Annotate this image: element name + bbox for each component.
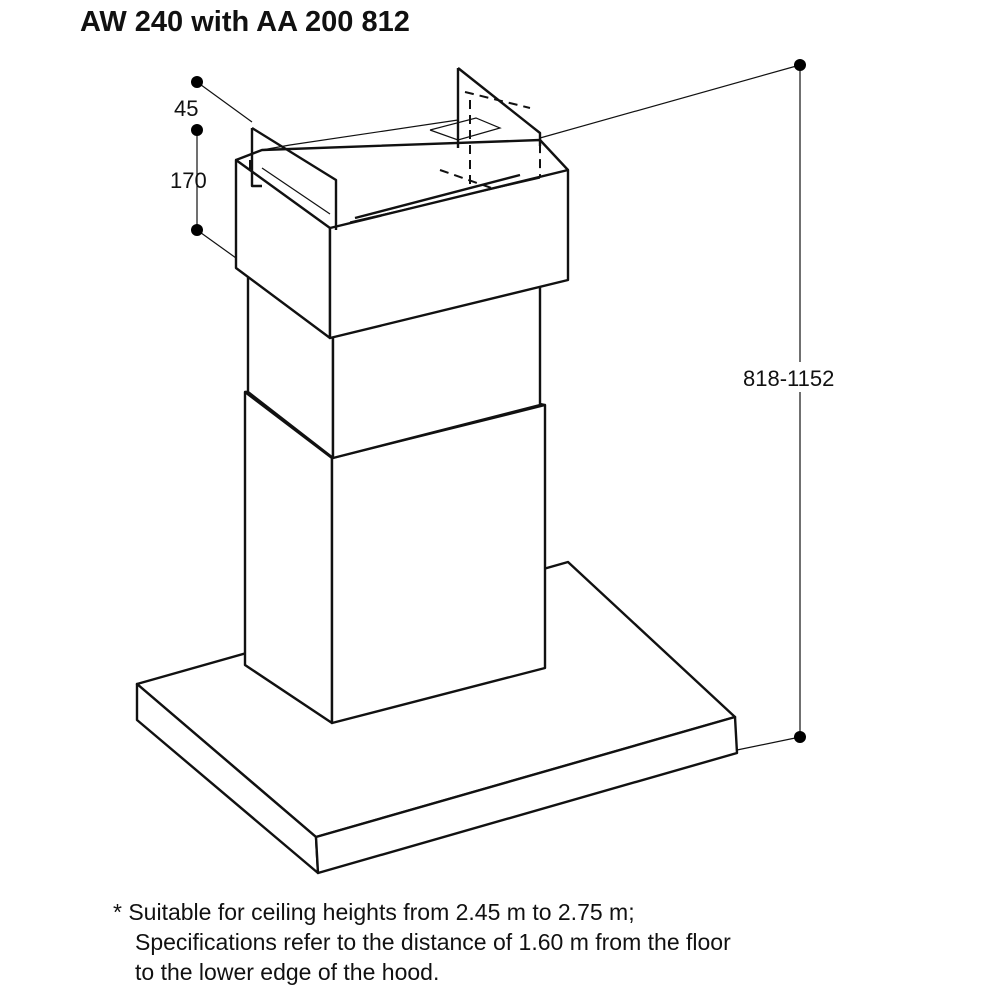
canopy	[135, 560, 739, 875]
footnote-line: to the lower edge of the hood.	[135, 959, 440, 985]
footnote: * Suitable for ceiling heights from 2.45…	[113, 897, 731, 987]
right-dimension: 818-1152	[539, 59, 864, 751]
drawing-title: AW 240 with AA 200 812	[80, 6, 410, 38]
dimension-label-top-offset: 45	[174, 96, 198, 121]
left-dimension: 45 170	[170, 76, 253, 259]
dimension-endpoint-dot	[191, 76, 203, 88]
dimension-label-flange-height: 170	[170, 168, 207, 193]
lower-chimney	[243, 381, 547, 725]
footnote-line: Specifications refer to the distance of …	[135, 929, 731, 955]
duct-extension	[234, 67, 570, 340]
dimension-endpoint-dot	[191, 224, 203, 236]
dimension-endpoint-dot	[191, 124, 203, 136]
dimension-label-total-height: 818-1152	[743, 366, 834, 391]
footnote-line: * Suitable for ceiling heights from 2.45…	[113, 899, 635, 925]
dimension-endpoint-dot	[794, 731, 806, 743]
dimension-endpoint-dot	[794, 59, 806, 71]
